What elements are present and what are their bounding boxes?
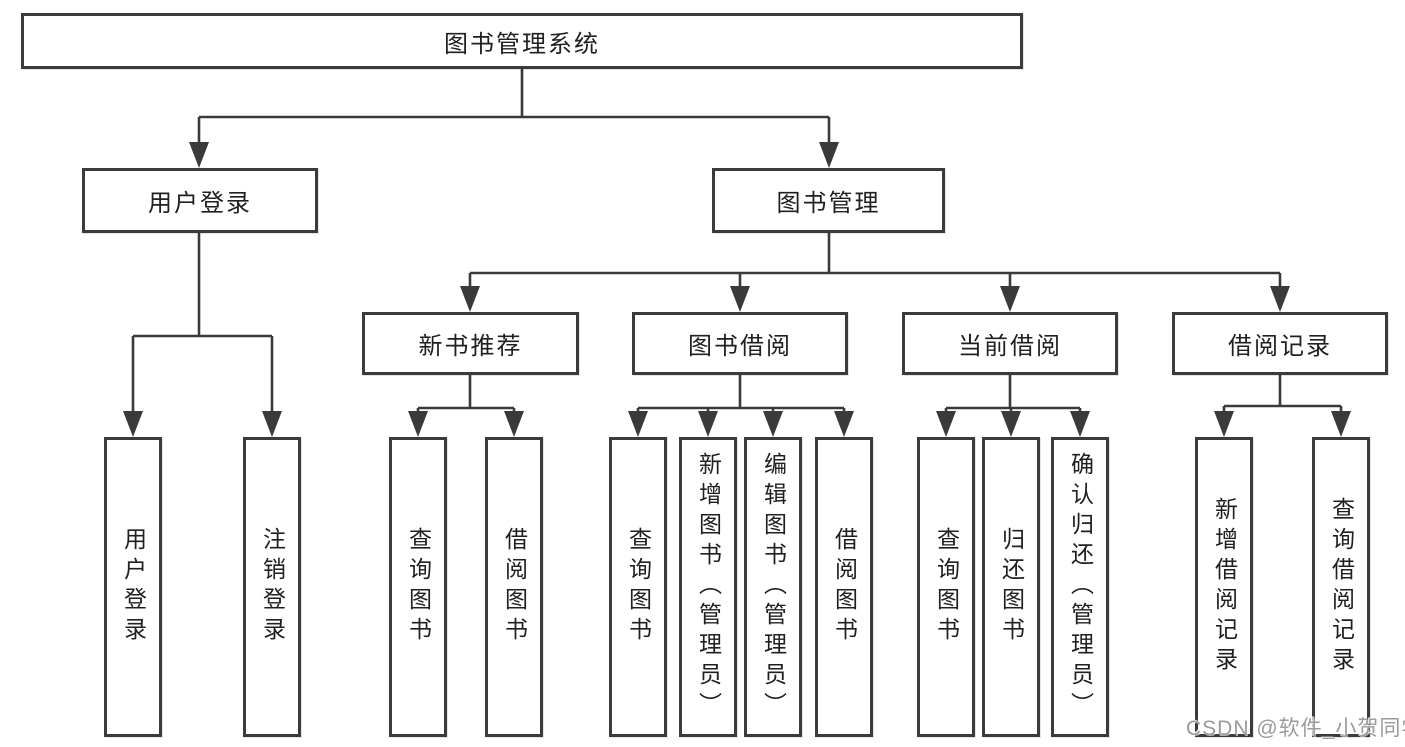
csdn-watermark: CSDN @软件_小贺同学 <box>1186 717 1405 740</box>
leaf-query-books-current: 查询图书 <box>917 437 975 737</box>
leaf-add-borrow-record-label: 新增借阅记录 <box>1211 497 1238 677</box>
leaf-logout-label: 注销登录 <box>259 527 286 647</box>
leaf-borrow-books-recommend: 借阅图书 <box>485 437 543 737</box>
node-root: 图书管理系统 <box>21 13 1023 69</box>
node-borrow-records: 借阅记录 <box>1172 312 1388 375</box>
connector-paths <box>131 69 1343 413</box>
node-book-borrow: 图书借阅 <box>632 312 848 375</box>
leaf-borrow-books: 借阅图书 <box>815 437 873 737</box>
leaf-confirm-return-admin: 确认归还（管理员） <box>1051 437 1109 737</box>
leaf-edit-books-admin: 编辑图书（管理员） <box>744 437 802 737</box>
leaf-query-borrow-record: 查询借阅记录 <box>1312 437 1370 737</box>
leaf-confirm-return-admin-label: 确认归还（管理员） <box>1067 452 1094 722</box>
leaf-borrow-books-recommend-label: 借阅图书 <box>501 527 528 647</box>
leaf-user-login-label: 用户登录 <box>120 527 147 647</box>
leaf-query-books-current-label: 查询图书 <box>933 527 960 647</box>
leaf-add-books-admin: 新增图书（管理员） <box>679 437 737 737</box>
leaf-query-borrow-record-label: 查询借阅记录 <box>1328 497 1355 677</box>
node-current-borrow: 当前借阅 <box>902 312 1118 375</box>
leaf-logout: 注销登录 <box>243 437 301 737</box>
node-book-management: 图书管理 <box>712 168 945 233</box>
leaf-edit-books-admin-label: 编辑图书（管理员） <box>760 452 787 722</box>
leaf-query-books-borrow-label: 查询图书 <box>625 527 652 647</box>
leaf-return-books-label: 归还图书 <box>998 527 1025 647</box>
leaf-query-books-borrow: 查询图书 <box>609 437 667 737</box>
arrowheads <box>123 142 1351 437</box>
node-new-book-recommend: 新书推荐 <box>362 312 579 375</box>
leaf-query-books-recommend: 查询图书 <box>389 437 447 737</box>
leaf-return-books: 归还图书 <box>982 437 1040 737</box>
leaf-query-books-recommend-label: 查询图书 <box>405 527 432 647</box>
leaf-user-login: 用户登录 <box>104 437 162 737</box>
leaf-add-books-admin-label: 新增图书（管理员） <box>695 452 722 722</box>
leaf-borrow-books-label: 借阅图书 <box>831 527 858 647</box>
leaf-add-borrow-record: 新增借阅记录 <box>1195 437 1253 737</box>
node-user-login: 用户登录 <box>82 168 318 233</box>
